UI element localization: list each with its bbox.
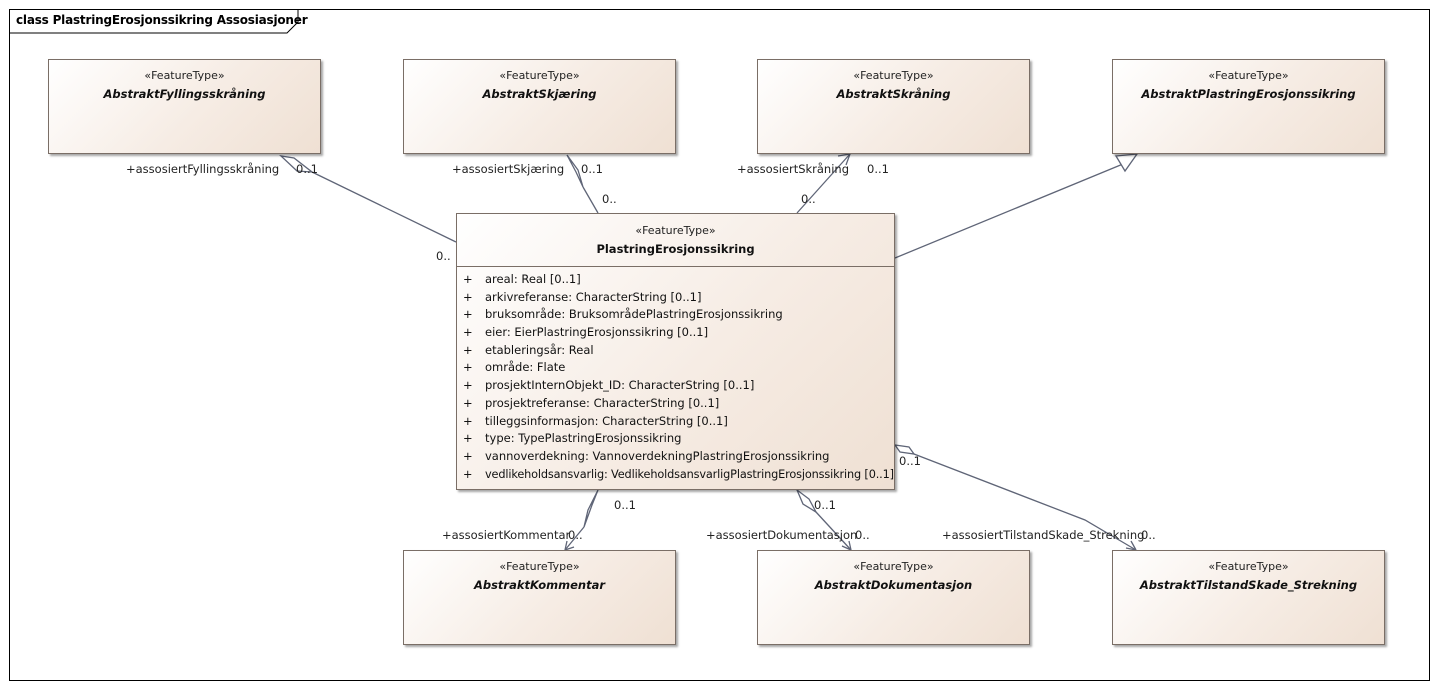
multiplicity-skjaering-target: 0..1 bbox=[581, 162, 603, 176]
association-fyllingsskraning-line bbox=[311, 171, 457, 243]
stereotype-label: «FeatureType» bbox=[144, 69, 225, 82]
class-box-plastringerosjonssikring[interactable]: «FeatureType» PlastringErosjonssikring +… bbox=[456, 213, 895, 490]
stereotype-label: «FeatureType» bbox=[499, 560, 580, 573]
arrow-tilstand bbox=[1125, 540, 1137, 551]
multiplicity-fyllingsskraning-source: 0.. bbox=[436, 249, 451, 263]
attribute-row: +arkivreferanse: CharacterString [0..1] bbox=[463, 289, 702, 304]
diamond-fyllingsskraning bbox=[279, 155, 315, 173]
arrow-kommentar bbox=[564, 540, 575, 551]
multiplicity-tilstand-target: 0.. bbox=[1141, 528, 1156, 542]
class-name: AbstraktPlastringErosjonssikring bbox=[1141, 87, 1356, 101]
generalization-line bbox=[894, 163, 1124, 259]
arrow-skraning bbox=[837, 153, 851, 166]
attribute-row: +tilleggsinformasjon: CharacterString [0… bbox=[463, 413, 728, 428]
multiplicity-tilstand-source: 0..1 bbox=[899, 454, 921, 468]
attribute-row: +areal: Real [0..1] bbox=[463, 272, 581, 286]
class-box-skraning[interactable]: «FeatureType» AbstraktSkråning bbox=[757, 59, 1030, 154]
multiplicity-kommentar-target: 0.. bbox=[568, 528, 583, 542]
stereotype-label: «FeatureType» bbox=[853, 69, 934, 82]
attribute-list: +areal: Real [0..1] +arkivreferanse: Cha… bbox=[463, 271, 894, 483]
generalization-triangle bbox=[1114, 153, 1139, 173]
class-box-tilstandskade[interactable]: «FeatureType» AbstraktTilstandSkade_Stre… bbox=[1112, 550, 1385, 645]
multiplicity-dokumentasjon-target: 0.. bbox=[855, 528, 870, 542]
class-box-plastring-abstract[interactable]: «FeatureType» AbstraktPlastringErosjonss… bbox=[1112, 59, 1385, 154]
diagram-title: class PlastringErosjonssikring Assosiasj… bbox=[16, 13, 308, 27]
class-name: AbstraktDokumentasjon bbox=[814, 578, 973, 592]
attribute-row: +etableringsår: Real bbox=[463, 342, 594, 357]
class-name: AbstraktFyllingsskråning bbox=[103, 87, 266, 101]
multiplicity-skjaering-source: 0.. bbox=[602, 192, 617, 206]
stereotype-label: «FeatureType» bbox=[499, 69, 580, 82]
attribute-row: +prosjektreferanse: CharacterString [0..… bbox=[463, 395, 720, 410]
multiplicity-dokumentasjon-source: 0..1 bbox=[814, 498, 836, 512]
class-name: AbstraktKommentar bbox=[473, 578, 606, 592]
stereotype-label: «FeatureType» bbox=[635, 224, 716, 237]
class-name: AbstraktSkråning bbox=[836, 87, 951, 101]
diamond-tilstand bbox=[893, 444, 916, 455]
multiplicity-skraning-target: 0..1 bbox=[867, 162, 889, 176]
class-box-kommentar[interactable]: «FeatureType» AbstraktKommentar bbox=[403, 550, 676, 645]
role-label-kommentar: +assosiertKommentar bbox=[442, 528, 571, 542]
role-label-fyllingsskraning: +assosiertFyllingsskråning bbox=[126, 162, 280, 176]
class-box-fyllingsskraning[interactable]: «FeatureType» AbstraktFyllingsskråning bbox=[48, 59, 321, 154]
association-skjaering-line bbox=[582, 186, 599, 214]
attribute-row: +prosjektInternObjekt_ID: CharacterStrin… bbox=[463, 378, 755, 393]
role-label-skraning: +assosiertSkråning bbox=[737, 162, 850, 176]
association-kommentar-line bbox=[564, 526, 585, 551]
diamond-kommentar bbox=[583, 489, 599, 528]
diamond-dokumentasjon bbox=[795, 488, 818, 514]
stereotype-label: «FeatureType» bbox=[1208, 69, 1289, 82]
association-dokumentasjon-line bbox=[815, 511, 852, 551]
class-box-skjaering[interactable]: «FeatureType» AbstraktSkjæring bbox=[403, 59, 676, 154]
class-name: PlastringErosjonssikring bbox=[596, 242, 755, 256]
class-box-dokumentasjon[interactable]: «FeatureType» AbstraktDokumentasjon bbox=[757, 550, 1030, 645]
multiplicity-kommentar-source: 0..1 bbox=[614, 498, 636, 512]
role-label-tilstand: +assosiertTilstandSkade_Strekning bbox=[942, 528, 1145, 542]
class-name: AbstraktSkjæring bbox=[482, 87, 597, 101]
attribute-row: +vannoverdekning: VannoverdekningPlastri… bbox=[463, 448, 830, 463]
attribute-row: +bruksområde: BruksområdePlastringErosjo… bbox=[463, 307, 783, 322]
diamond-skjaering bbox=[566, 154, 584, 188]
multiplicity-skraning-source: 0.. bbox=[801, 192, 816, 206]
diagram-frame bbox=[9, 9, 1430, 681]
attribute-row: +type: TypePlastringErosjonssikring bbox=[463, 431, 682, 446]
attribute-row: +vedlikeholdsansvarlig: Vedlikeholdsansv… bbox=[463, 467, 894, 481]
attribute-row: +eier: EierPlastringErosjonssikring [0..… bbox=[463, 325, 709, 340]
stereotype-label: «FeatureType» bbox=[1208, 560, 1289, 573]
association-skraning-line bbox=[796, 153, 851, 214]
attribute-row: +område: Flate bbox=[463, 360, 566, 375]
class-name: AbstraktTilstandSkade_Strekning bbox=[1139, 578, 1358, 592]
association-tilstand-line bbox=[913, 453, 1137, 551]
multiplicity-fyllingsskraning-target: 0..1 bbox=[296, 162, 318, 176]
role-label-dokumentasjon: +assosiertDokumentasjon bbox=[706, 528, 858, 542]
arrow-dokumentasjon bbox=[841, 540, 852, 551]
role-label-skjaering: +assosiertSkjæring bbox=[452, 162, 565, 176]
title-tab-outline bbox=[9, 9, 299, 34]
compartment-separator bbox=[457, 266, 894, 267]
stereotype-label: «FeatureType» bbox=[853, 560, 934, 573]
